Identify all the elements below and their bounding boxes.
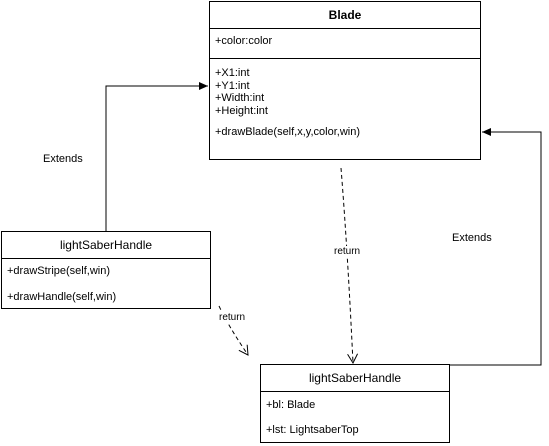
extends-arrow-right	[450, 128, 542, 366]
handle-bottom-class[interactable]: lightSaberHandle +bl: Blade +lst: Lights…	[260, 364, 450, 443]
handle-left-class-name: lightSaberHandle	[2, 232, 210, 259]
handle-bottom-attribute-lst: +lst: LightsaberTop	[266, 424, 359, 436]
return-arrow-left	[218, 305, 249, 356]
extends-arrow-left	[105, 82, 208, 231]
handle-left-method-drawstripe: +drawStripe(self,win)	[7, 265, 111, 277]
blade-attribute-color: +color:color	[215, 35, 273, 47]
blade-class[interactable]: Blade +color:color +X1:int +Y1:int +Widt…	[209, 1, 481, 160]
blade-member-y1: +Y1:int	[215, 79, 250, 92]
blade-method-drawblade: +drawBlade(self,x,y,color,win)	[215, 126, 360, 138]
blade-attributes: +color:color	[210, 29, 480, 59]
handle-left-class[interactable]: lightSaberHandle +drawStripe(self,win) +…	[1, 231, 211, 309]
blade-member-x1: +X1:int	[215, 67, 250, 79]
return-label-left: return	[218, 312, 247, 323]
handle-bottom-class-name: lightSaberHandle	[261, 365, 449, 392]
blade-members: +X1:int +Y1:int +Width:int +Height:int +…	[210, 59, 480, 139]
handle-left-method-drawhandle: +drawHandle(self,win)	[7, 291, 117, 303]
blade-class-name: Blade	[210, 2, 480, 29]
handle-left-methods: +drawStripe(self,win) +drawHandle(self,w…	[2, 259, 210, 304]
return-arrow-center	[340, 167, 359, 365]
extends-label-left: Extends	[43, 153, 83, 165]
handle-bottom-attribute-bl: +bl: Blade	[266, 399, 316, 411]
return-label-center: return	[333, 246, 362, 257]
extends-label-right: Extends	[452, 232, 492, 244]
blade-member-height: +Height:int	[215, 104, 268, 117]
handle-bottom-attributes: +bl: Blade +lst: LightsaberTop	[261, 392, 449, 437]
blade-member-width: +Width:int	[215, 92, 265, 104]
